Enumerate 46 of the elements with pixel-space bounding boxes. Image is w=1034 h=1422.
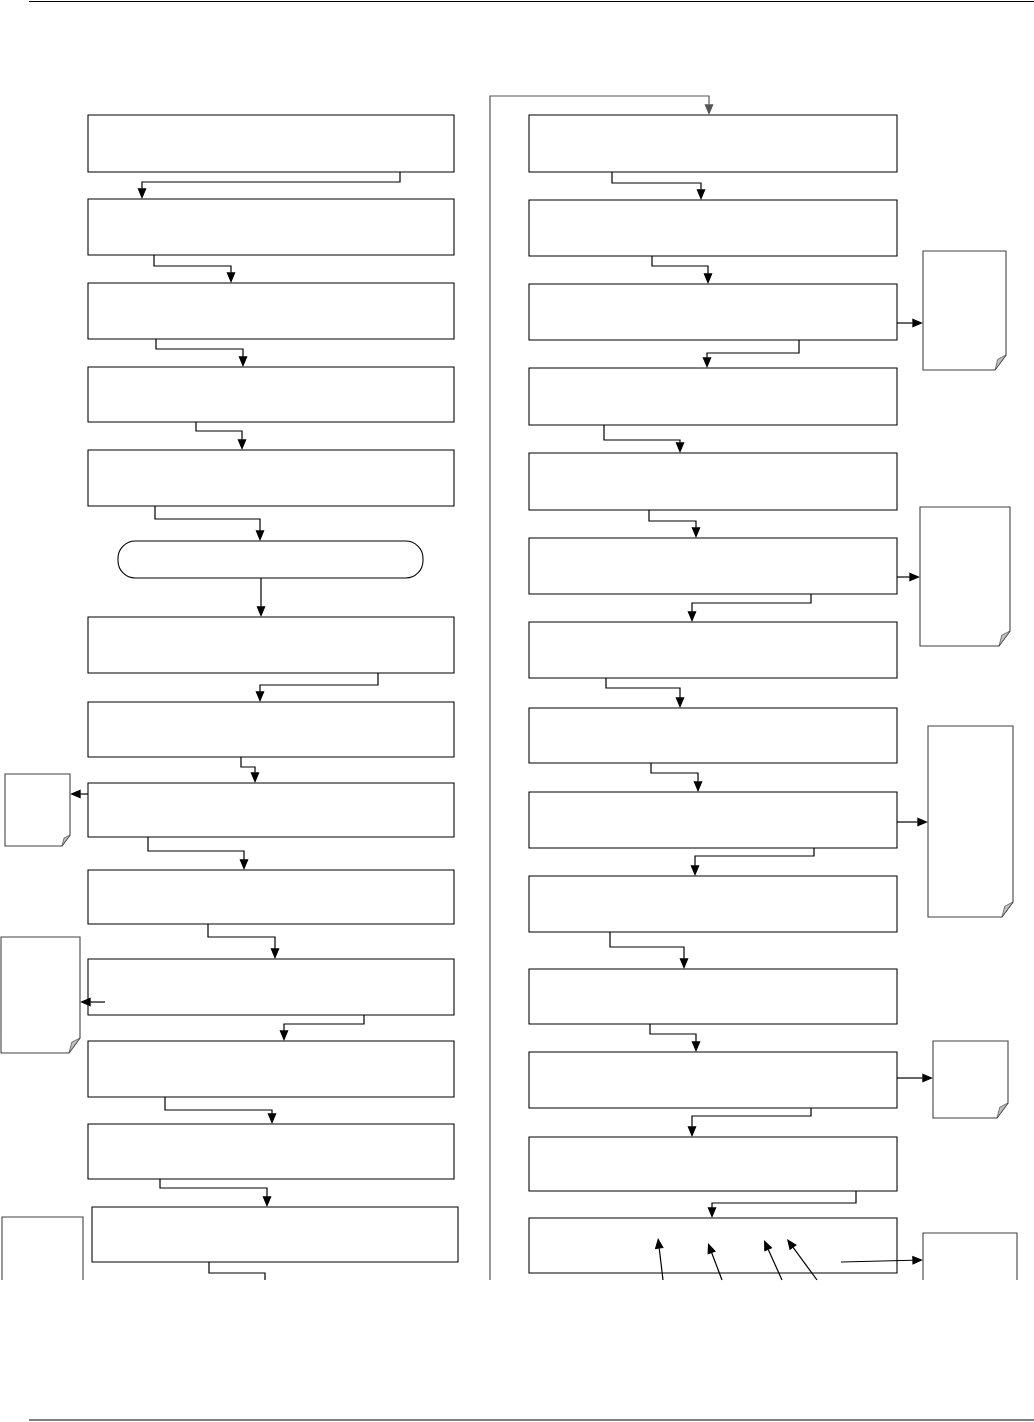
arrow (489, 95, 714, 1281)
process-box (528, 875, 898, 933)
process-box (87, 366, 455, 423)
arrow (603, 424, 685, 453)
rounded-box (117, 540, 424, 579)
process-box (528, 968, 898, 1025)
process-box (87, 869, 455, 925)
document-shape (927, 725, 1014, 918)
document-shape (4, 773, 71, 847)
process-box (87, 958, 455, 1016)
process-box (87, 198, 455, 256)
process-box (87, 616, 455, 674)
process-box (528, 1051, 898, 1109)
document-shape (919, 506, 1011, 647)
process-box (528, 114, 898, 173)
arrow (651, 255, 713, 284)
arrow (787, 1239, 818, 1281)
process-box (528, 452, 898, 511)
connector-line (208, 1261, 266, 1281)
process-box (528, 791, 898, 849)
process-box (528, 367, 898, 426)
document-shape (932, 1040, 1009, 1119)
document-shape (922, 250, 1007, 371)
process-box (87, 114, 455, 173)
arrow (707, 1243, 723, 1281)
process-box (528, 537, 898, 595)
process-box (87, 1123, 455, 1180)
process-box (87, 782, 455, 838)
process-box (87, 1040, 455, 1098)
process-box (528, 1217, 898, 1274)
document-shape (922, 1232, 1018, 1281)
process-box (91, 1206, 459, 1263)
process-box (528, 283, 898, 341)
process-box (528, 1136, 898, 1192)
arrow (764, 1240, 783, 1281)
process-box (87, 449, 455, 507)
arrow (702, 339, 800, 368)
process-box (528, 199, 898, 257)
document-shape (1, 1216, 84, 1281)
arrow (153, 254, 236, 283)
process-box (87, 701, 455, 758)
process-box (528, 707, 898, 764)
process-box (87, 282, 455, 340)
document-shape (0, 936, 81, 1054)
arrow (155, 338, 248, 367)
process-box (528, 621, 898, 679)
